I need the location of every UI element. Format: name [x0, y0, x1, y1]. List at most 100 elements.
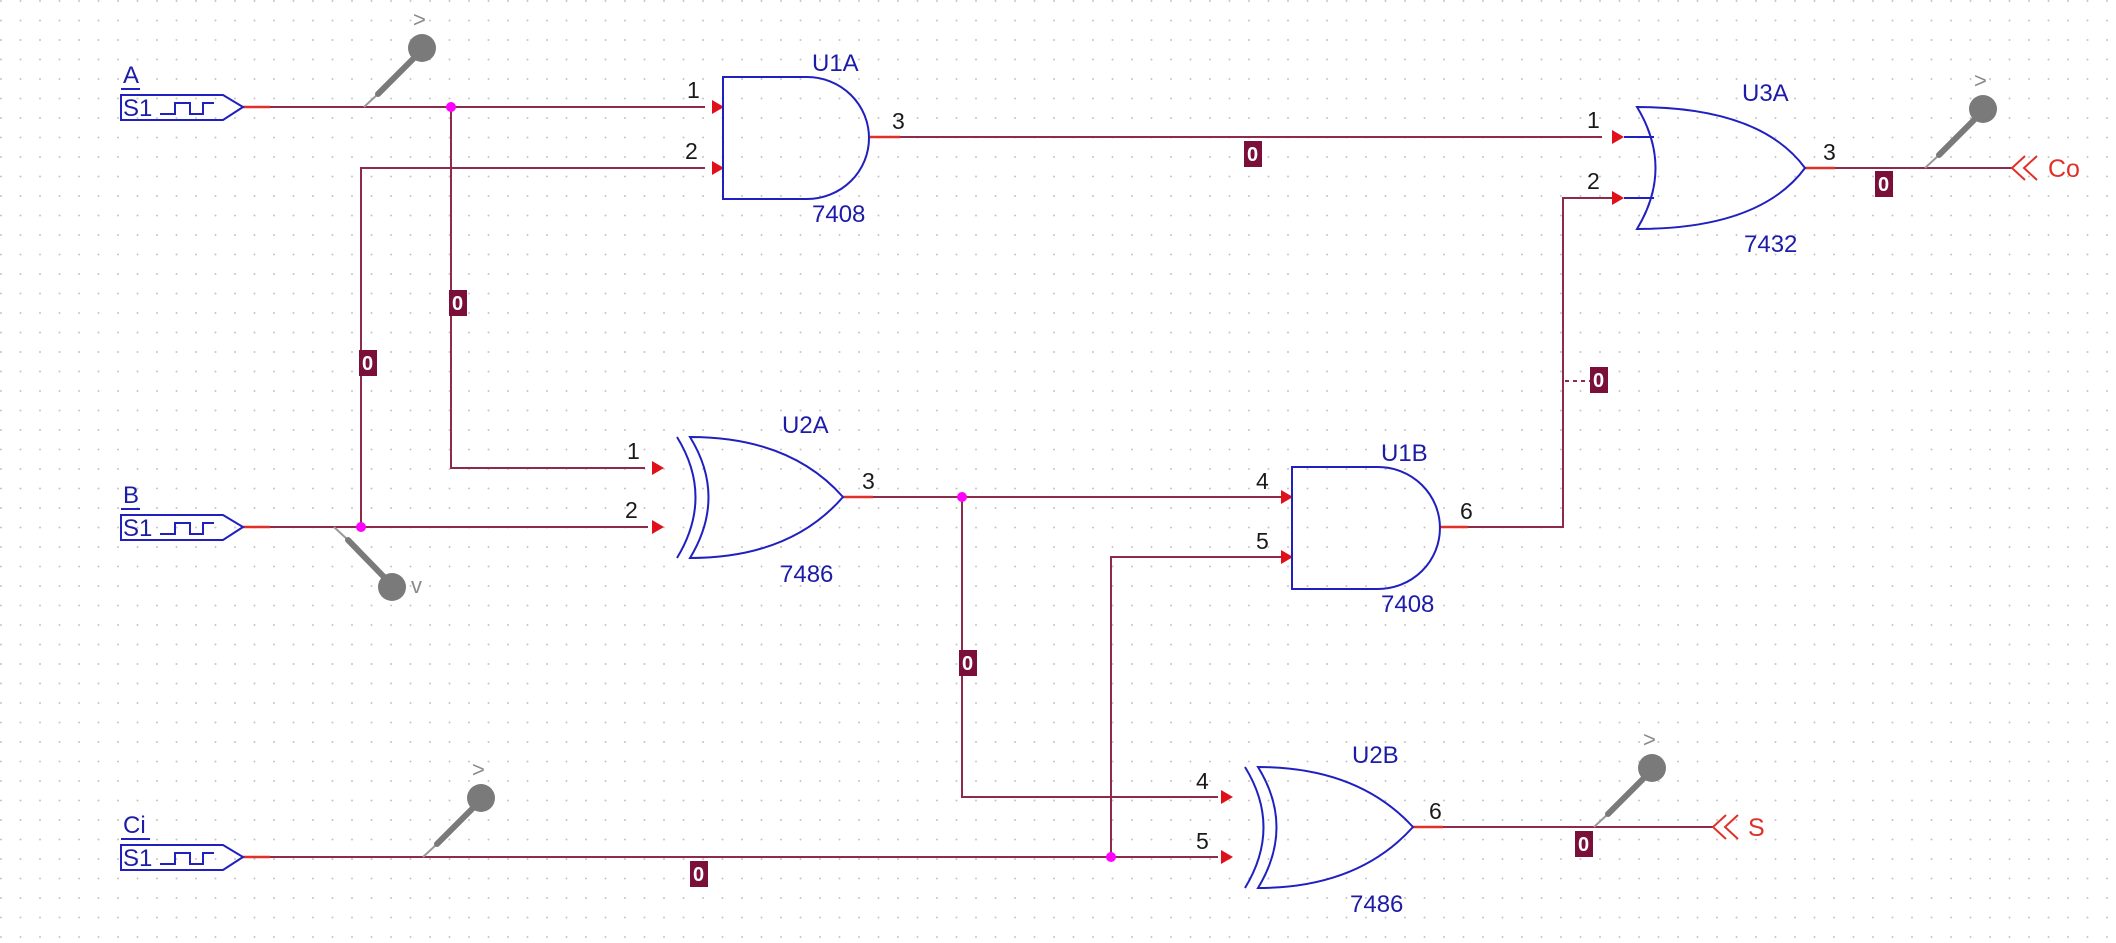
junction-a: [446, 102, 456, 112]
gate-u1b[interactable]: U1B 7408 4 5 6: [1256, 440, 1473, 618]
wire-u1b-out[interactable]: [1440, 197, 1612, 528]
gate-part: 7408: [812, 201, 865, 228]
gate-u1a[interactable]: U1A 7408 1 2 3: [685, 50, 905, 228]
probe-label: v: [411, 573, 422, 598]
pin-number: 6: [1460, 498, 1473, 524]
probe-s[interactable]: >: [1593, 727, 1666, 828]
pin-number: 2: [1587, 168, 1600, 194]
probe-label: >: [413, 7, 426, 32]
level-value: 0: [452, 293, 463, 315]
probe-head-icon: [467, 784, 495, 812]
level-marker-u2a-out[interactable]: 0: [959, 650, 977, 676]
probe-line: [1936, 115, 1979, 158]
and-gate-body: [1291, 466, 1441, 590]
junction-b: [356, 522, 366, 532]
level-marker-u3a-out[interactable]: 0: [1875, 171, 1893, 197]
stimulus-box: [120, 844, 245, 871]
square-wave-icon: [160, 852, 214, 865]
probe-line: [375, 54, 418, 97]
stimulus-box: [120, 94, 245, 121]
level-value: 0: [362, 353, 373, 375]
pin-number: 4: [1196, 768, 1209, 794]
stimulus-net-name: A: [123, 62, 139, 89]
stimulus-source: S1: [123, 95, 152, 122]
probe-line: [1605, 774, 1648, 817]
probe-tip: [1593, 813, 1609, 828]
arrow-u3a-2: [1612, 191, 1624, 205]
pin-number: 2: [625, 497, 638, 523]
probe-label: >: [472, 757, 485, 782]
gate-part: 7486: [780, 561, 833, 588]
pin-arrows: [652, 100, 1624, 864]
pin-number: 6: [1429, 798, 1442, 824]
offpage-co[interactable]: Co: [2010, 155, 2080, 183]
offpage-label: S: [1748, 814, 1765, 842]
level-value: 0: [962, 653, 973, 675]
level-marker-u2b-out[interactable]: 0: [1575, 831, 1593, 857]
wires: [243, 106, 2012, 858]
stimulus-box: [120, 514, 245, 541]
arrow-u2b-5: [1221, 850, 1233, 864]
probe-b[interactable]: v: [333, 526, 422, 601]
gate-u2a[interactable]: U2A 7486 1 2 3: [625, 412, 875, 588]
probe-tip: [363, 93, 379, 108]
stimulus-b[interactable]: B S1: [120, 482, 245, 542]
junction-ci: [1106, 852, 1116, 862]
square-wave-icon: [160, 102, 214, 115]
stimulus-net-name: Ci: [123, 812, 146, 839]
level-value: 0: [1578, 834, 1589, 856]
arrow-u3a-1: [1612, 130, 1624, 144]
gate-u3a[interactable]: U3A 7432 1 2 3: [1587, 80, 1836, 258]
level-marker-u1b-out[interactable]: 0: [1590, 367, 1608, 393]
stimulus-source: S1: [123, 515, 152, 542]
wire-u2a-to-u2b[interactable]: [961, 497, 1218, 798]
level-marker-net-ci[interactable]: 0: [690, 861, 708, 887]
pin-number: 1: [1587, 107, 1600, 133]
probe-a[interactable]: >: [363, 7, 436, 108]
xor-gate-back-curve: [676, 436, 697, 559]
level-marker-u1a-out[interactable]: 0: [1244, 141, 1262, 167]
gate-ref: U2B: [1352, 742, 1399, 769]
arrow-u2b-4: [1221, 790, 1233, 804]
level-marker-net-a[interactable]: 0: [449, 290, 467, 316]
net-level-markers: 0 0 0 0 0 0 0 0: [359, 141, 1893, 887]
pin-stubs: [243, 105, 1835, 859]
probe-tip: [422, 843, 438, 858]
arrow-u1a-1: [712, 100, 724, 114]
pin-number: 1: [627, 438, 640, 464]
wire-a-to-u2a[interactable]: [450, 107, 645, 469]
wire-ci-to-u1b[interactable]: [1110, 556, 1281, 857]
arrow-u2a-1: [652, 461, 664, 475]
square-wave-icon: [160, 522, 214, 535]
level-value: 0: [1247, 144, 1258, 166]
gate-u2b[interactable]: U2B 7486 4 5 6: [1196, 742, 1442, 918]
gate-part: 7432: [1744, 231, 1797, 258]
probe-ci[interactable]: >: [422, 757, 495, 858]
and-gate-body: [722, 76, 870, 200]
xor-gate-body: [1256, 765, 1415, 890]
probe-label: >: [1974, 68, 1987, 93]
stimulus-ci[interactable]: Ci S1: [120, 812, 245, 872]
stimulus-source: S1: [123, 845, 152, 872]
probe-head-icon: [1969, 95, 1997, 123]
probe-line: [345, 537, 388, 581]
gate-ref: U2A: [782, 412, 829, 439]
gate-ref: U3A: [1742, 80, 1789, 107]
gate-part: 7486: [1350, 891, 1403, 918]
probe-tip: [333, 526, 349, 541]
level-marker-net-b[interactable]: 0: [359, 350, 377, 376]
level-value: 0: [1878, 174, 1889, 196]
probe-co[interactable]: >: [1924, 68, 1997, 169]
probe-label: >: [1643, 727, 1656, 752]
offpage-s[interactable]: S: [1711, 814, 1765, 842]
wire-b-to-u1a[interactable]: [360, 167, 705, 527]
probe-tip: [1924, 154, 1940, 169]
or-gate-body: [1635, 105, 1807, 231]
gate-ref: U1A: [812, 50, 859, 77]
pin-number: 3: [892, 108, 905, 134]
arrow-u1b-4: [1281, 490, 1293, 504]
xor-gate-back-curve: [1244, 766, 1265, 889]
stimulus-a[interactable]: A S1: [120, 62, 245, 122]
probe-head-icon: [1638, 754, 1666, 782]
